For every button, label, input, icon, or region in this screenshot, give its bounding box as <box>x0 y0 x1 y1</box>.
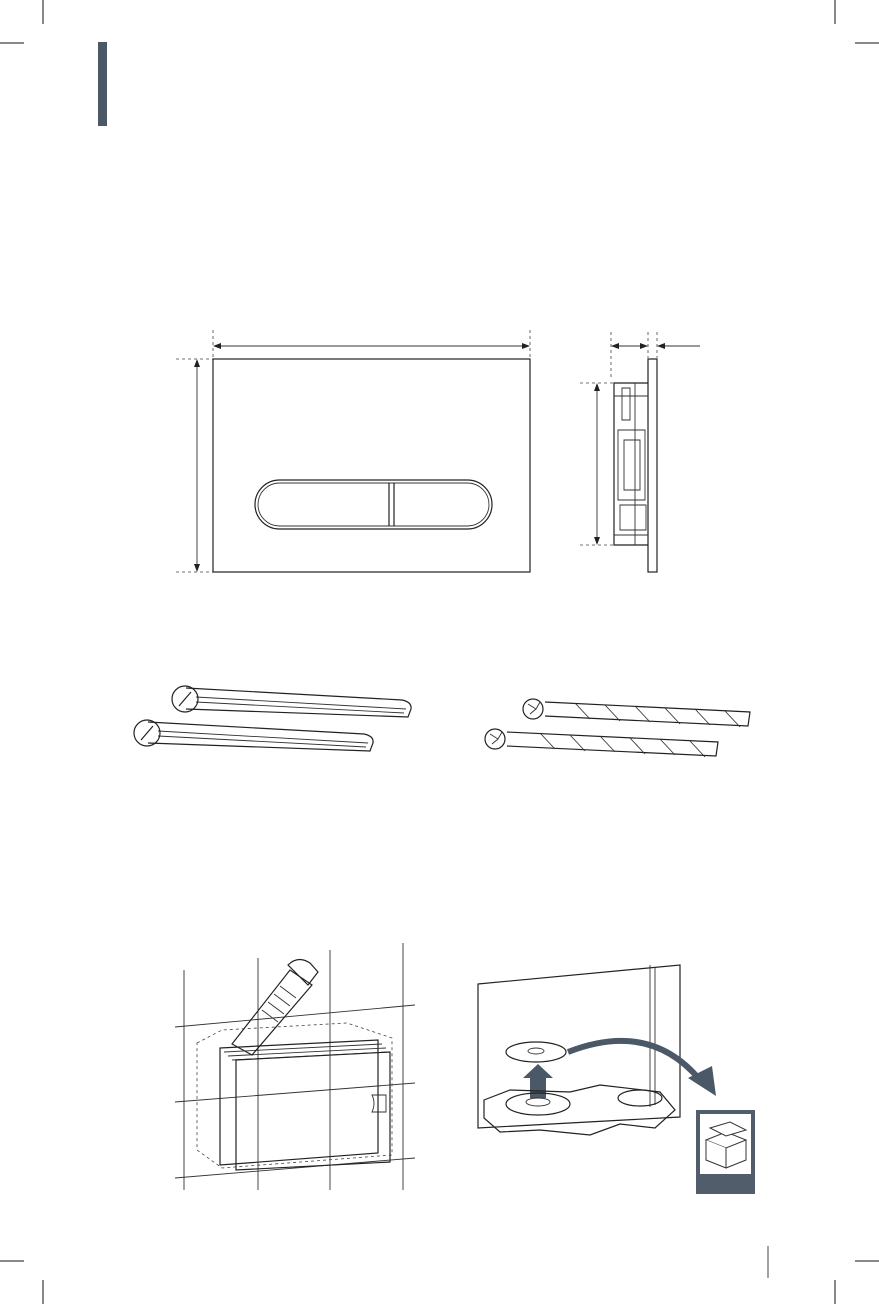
storage-box-icon <box>696 1110 755 1194</box>
